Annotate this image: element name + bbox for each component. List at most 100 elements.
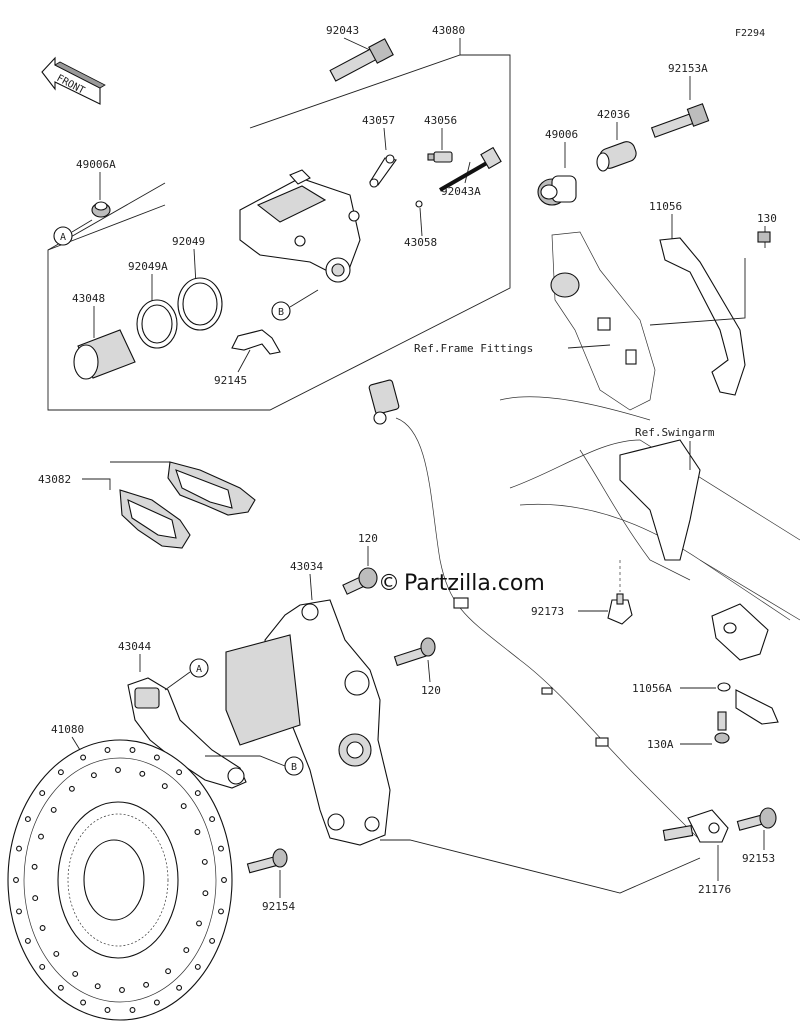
disc-hole xyxy=(32,895,39,902)
disc-hole xyxy=(90,772,97,779)
front-arrow-icon: FRONT xyxy=(41,56,106,105)
part-43082-brake-pads xyxy=(119,461,256,549)
part-92153A-bolt xyxy=(650,103,710,138)
disc-hole xyxy=(176,984,183,991)
disc-hole xyxy=(39,790,46,797)
leader-line xyxy=(82,478,111,490)
leader-line xyxy=(383,127,387,151)
disc-hole xyxy=(218,908,224,915)
disc-hole xyxy=(209,816,216,823)
label-130A: 130A xyxy=(647,738,674,751)
disc-hole xyxy=(39,963,46,970)
label-92043: 92043 xyxy=(326,24,359,37)
disc-hole xyxy=(153,999,160,1006)
disc-hole xyxy=(16,908,22,915)
disc-hole xyxy=(165,968,172,975)
part-130-bolt xyxy=(757,231,771,243)
part-92145-spring xyxy=(231,329,281,355)
ref-frame-fittings: Ref.Frame Fittings xyxy=(414,342,533,355)
disc-hole xyxy=(139,770,146,777)
swingarm-ref xyxy=(509,439,800,621)
disc-hole xyxy=(176,769,183,776)
part-43057-bleed-bracket xyxy=(369,154,397,188)
label-43058: 43058 xyxy=(404,236,437,249)
disc-hole xyxy=(194,829,201,835)
disc-hole xyxy=(31,863,38,870)
disc-hole xyxy=(196,920,202,927)
label-92153A: 92153A xyxy=(668,62,708,75)
disc-hole xyxy=(24,816,31,823)
label-92145: 92145 xyxy=(214,374,247,387)
watermark: ©Partzilla.com xyxy=(378,571,545,596)
label-92043A: 92043A xyxy=(441,185,481,198)
disc-hole xyxy=(24,937,31,944)
callout-b-upper-label: B xyxy=(278,307,284,318)
callout-a-lower-label: A xyxy=(196,664,202,675)
diagram-code: F2294 xyxy=(735,28,765,39)
label-43057: 43057 xyxy=(362,114,395,127)
leader-line xyxy=(289,289,319,308)
label-43082: 43082 xyxy=(38,473,71,486)
label-43034: 43034 xyxy=(290,560,323,573)
disc-hole xyxy=(153,754,160,761)
callout-b-upper xyxy=(271,301,291,321)
disc-hole xyxy=(201,858,208,865)
part-43034-caliper-bracket xyxy=(225,599,391,846)
leader-line xyxy=(380,839,701,894)
watermark-symbol: © xyxy=(378,571,400,596)
leader-line xyxy=(71,219,93,233)
callout-a-upper xyxy=(53,226,73,246)
ref-swingarm: Ref.Swingarm xyxy=(635,426,715,439)
part-92049A-seal-inner xyxy=(141,304,173,344)
label-92153: 92153 xyxy=(742,852,775,865)
part-43058-cap xyxy=(415,200,423,208)
label-42036: 42036 xyxy=(597,108,630,121)
caliper-assembly-outline xyxy=(47,54,511,411)
part-120-bolt-upper xyxy=(342,567,378,595)
disc-hole xyxy=(202,890,209,897)
part-43048-piston xyxy=(73,329,136,380)
part-42036-sleeve xyxy=(596,141,637,172)
disc-hole xyxy=(57,769,64,776)
disc-hole xyxy=(57,984,64,991)
leader-line xyxy=(205,755,286,767)
leader-line xyxy=(164,671,191,691)
disc-hole xyxy=(194,963,201,970)
leader-line xyxy=(309,573,313,601)
disc-hole xyxy=(129,747,136,753)
disc-hole xyxy=(80,999,87,1006)
disc-hole xyxy=(16,845,22,852)
part-49006A-cap xyxy=(91,201,111,218)
part-11056A-bracket xyxy=(711,603,779,725)
disc-hole xyxy=(50,806,57,813)
callout-b-lower-label: B xyxy=(291,762,297,773)
disc-hole xyxy=(221,877,227,883)
frame-fittings-bracket xyxy=(499,231,656,421)
disc-hole xyxy=(104,1007,111,1013)
leader-line xyxy=(237,349,251,373)
label-130: 130 xyxy=(757,212,777,225)
label-92154: 92154 xyxy=(262,900,295,913)
label-43056: 43056 xyxy=(424,114,457,127)
part-11056-bracket xyxy=(659,237,746,396)
disc-hole xyxy=(115,767,121,773)
leader-line xyxy=(649,258,746,326)
label-21176: 21176 xyxy=(698,883,731,896)
disc-hole xyxy=(39,925,46,931)
label-92049A: 92049A xyxy=(128,260,168,273)
part-49006-boot xyxy=(537,175,577,206)
leader-line xyxy=(567,344,611,349)
part-120-bolt-lower xyxy=(393,637,436,667)
part-92049-seal-inner xyxy=(182,282,218,326)
disc-hole xyxy=(104,747,111,753)
part-92043A-pin xyxy=(439,146,502,192)
label-49006A: 49006A xyxy=(76,158,116,171)
part-92154-bolt xyxy=(246,848,288,874)
leader-line xyxy=(419,207,423,237)
disc-hole xyxy=(119,987,125,993)
label-11056: 11056 xyxy=(649,200,682,213)
part-21176-sensor xyxy=(662,809,729,843)
watermark-text: Partzilla.com xyxy=(404,571,545,596)
disc-hole xyxy=(72,970,79,977)
